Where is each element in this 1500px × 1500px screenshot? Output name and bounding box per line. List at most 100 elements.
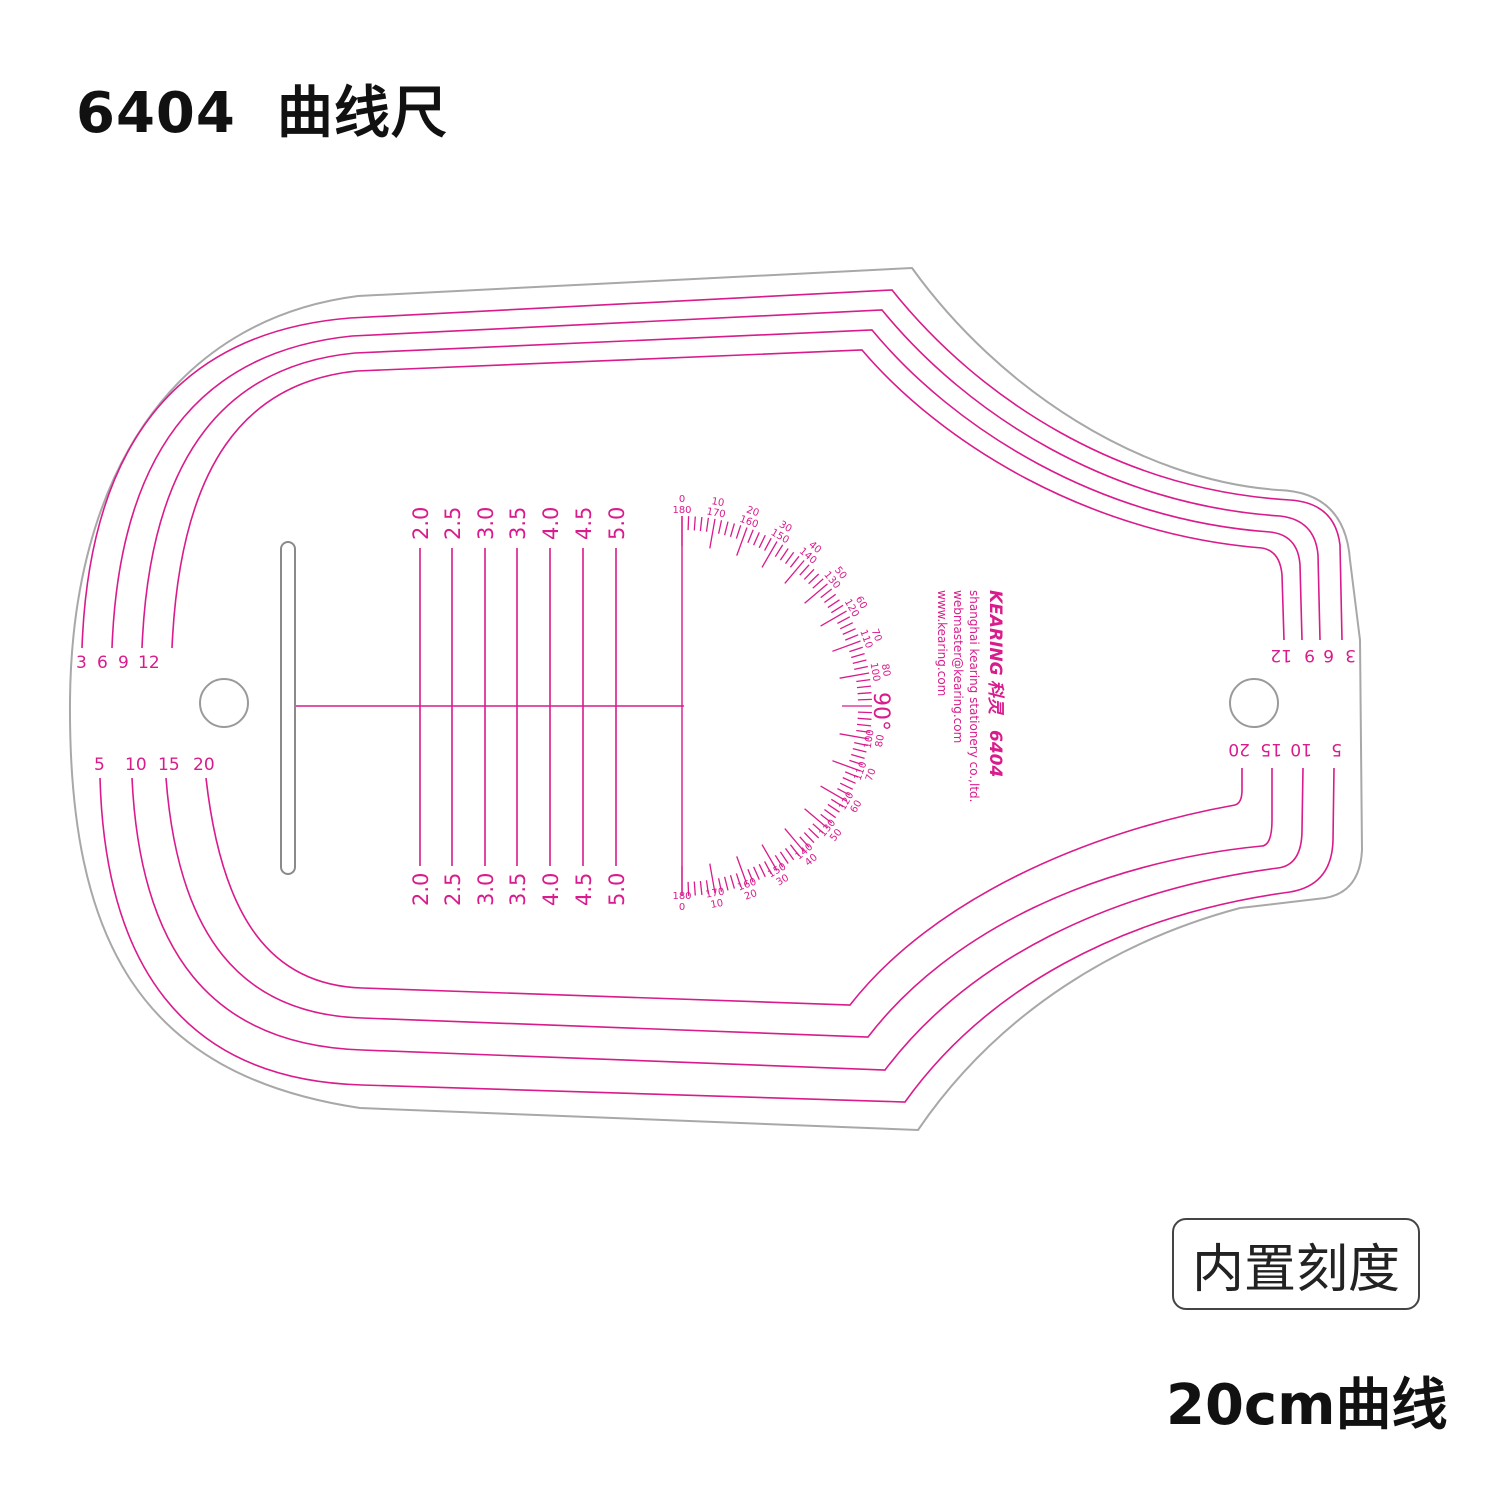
seam-label: 3 (76, 653, 87, 673)
seam-label: 9 (1304, 645, 1315, 665)
seam-label: 6 (1323, 645, 1334, 665)
protractor-tick (851, 753, 865, 760)
protractor-label: 170 (705, 887, 726, 901)
protractor-tick (837, 788, 851, 796)
protractor-tick (804, 583, 828, 604)
protractor-tick (753, 532, 760, 546)
protractor-tick (856, 729, 871, 734)
ladder-label: 3.0 (474, 873, 498, 906)
protractor-ticks (681, 516, 872, 896)
protractor-labels: 0180018010170101702016020160301503015040… (672, 494, 891, 913)
protractor-tick (784, 551, 795, 564)
protractor-tick (844, 634, 859, 641)
seam-label: 10 (1290, 739, 1312, 759)
protractor-tick (857, 711, 872, 714)
protractor-tick (799, 836, 810, 848)
protractor-tick (761, 541, 778, 568)
protractor-tick (699, 516, 703, 532)
protractor-label: 180 (672, 505, 691, 516)
ruler-slot (280, 541, 296, 875)
brand-chinese: 科灵 (985, 680, 1005, 716)
protractor-tick (844, 771, 859, 778)
protractor-tick (747, 529, 754, 544)
protractor-tick (803, 568, 815, 580)
ladder-label: 4.5 (572, 873, 596, 906)
protractor-tick (852, 747, 867, 753)
protractor-tick (735, 525, 742, 539)
seam-label: 20 (193, 755, 215, 775)
protractor-tick (803, 832, 815, 844)
protractor-tick (857, 692, 872, 695)
protractor-tick (830, 798, 844, 808)
protractor-tick (761, 844, 778, 871)
hanging-hole-right (1229, 678, 1279, 728)
protractor-tick (824, 593, 837, 604)
protractor-tick (729, 523, 736, 537)
ladder-label: 2.0 (409, 873, 433, 906)
seam-labels-bottom-left: 5 10 15 20 (94, 755, 215, 775)
page-title: 6404 曲线尺 (76, 81, 448, 146)
protractor-tick (709, 863, 716, 894)
ladder-label: 4.0 (539, 507, 563, 540)
company-website: www.kearing.com (935, 590, 949, 696)
hanging-hole-left (199, 678, 249, 728)
protractor-label: 70 (864, 767, 879, 783)
protractor-tick (808, 827, 820, 839)
seam-label: 3 (1345, 645, 1356, 665)
brand-name: KEARING (985, 590, 1005, 676)
protractor-tick (842, 777, 856, 784)
protractor-90-label: 90° (868, 692, 893, 731)
seam-label: 12 (1270, 645, 1292, 665)
protractor-tick (784, 560, 805, 584)
protractor-tick (856, 678, 871, 683)
protractor-tick (854, 741, 868, 747)
protractor-label: 180 (672, 891, 691, 902)
protractor-label: 80 (874, 734, 887, 748)
protractor-tick (856, 685, 872, 689)
protractor: 0180018010170101702016020160301503015040… (672, 494, 893, 913)
protractor-tick (851, 652, 865, 659)
company-name: shanghai kearing stationery co.,ltd. (967, 590, 981, 802)
protractor-tick (804, 808, 828, 829)
protractor-tick (827, 599, 840, 609)
protractor-tick (723, 876, 729, 891)
protractor-label: 30 (777, 519, 794, 535)
protractor-tick (705, 880, 710, 895)
protractor-tick (717, 520, 723, 534)
protractor-label: 20 (743, 888, 759, 903)
protractor-tick (784, 848, 795, 861)
protractor-tick (812, 823, 824, 834)
protractor-tick (764, 537, 772, 551)
seam-label: 5 (94, 755, 105, 775)
protractor-label: 10 (711, 496, 725, 509)
ladder-label: 4.5 (572, 507, 596, 540)
protractor-tick (820, 813, 833, 824)
protractor-tick (832, 760, 861, 772)
protractor-tick (709, 518, 716, 549)
protractor-tick (799, 564, 810, 576)
protractor-tick (779, 548, 789, 561)
protractor-tick (812, 578, 824, 589)
ladder-labels-top: 2.0 2.5 3.0 3.5 4.0 4.5 5.0 (409, 507, 629, 540)
protractor-tick (842, 628, 856, 635)
company-email: webmaster@kearing.com (951, 590, 965, 743)
protractor-label: 80 (879, 663, 892, 677)
protractor-tick (687, 516, 690, 531)
protractor-tick (849, 759, 863, 766)
protractor-tick (723, 521, 729, 536)
protractor-tick (753, 866, 760, 880)
ladder-label: 3.0 (474, 507, 498, 540)
protractor-tick (699, 880, 703, 896)
seam-labels-bottom-right: 20 15 10 5 (1228, 739, 1342, 759)
protractor-tick (839, 782, 854, 790)
protractor-tick (758, 863, 766, 878)
seam-label: 9 (118, 653, 129, 673)
protractor-tick (857, 698, 872, 701)
seam-label: 5 (1331, 739, 1342, 759)
protractor-label: 70 (869, 627, 884, 643)
ladder-lines (419, 548, 617, 866)
protractor-tick (837, 616, 851, 624)
seam-label: 10 (125, 755, 147, 775)
protractor-label: 0 (679, 494, 685, 505)
seam-label: 15 (158, 755, 180, 775)
